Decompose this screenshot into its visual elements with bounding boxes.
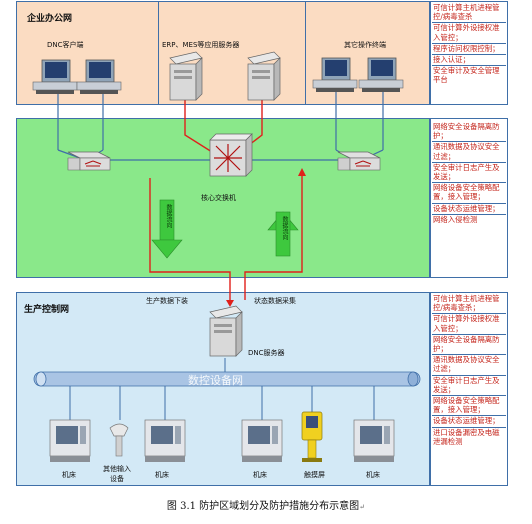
side-list-production: 可信计算主机进程管控/病毒查杀； 可信计算外设接权准入管控； 网络安全设备隔离防… [432,294,506,447]
data-flow-up-arrow [267,211,299,257]
switch-icon [67,151,111,171]
side-item: 可信计算主机进程管控/病毒查杀 [432,3,506,24]
side-list-core: 网络安全设备隔离防护； 通讯数据及协议安全过滤； 安全审计日志产生及发送； 网络… [432,122,506,225]
server-icon [169,51,203,101]
side-item: 安全审计日志产生及发送； [432,163,506,184]
side-item: 通讯数据及协议安全过滤； [432,355,506,376]
office-divider-right [305,1,306,105]
down-arrowhead [226,300,234,307]
other-terminal-label: 其它操作终端 [344,41,386,49]
touchscreen-icon [301,411,323,462]
machine-label-2: 机床 [155,471,169,479]
office-zone-title: 企业办公网 [27,14,73,24]
side-item: 程序访问权限控制； [432,44,506,56]
side-item: 可信计算外设接权准入管控； [432,23,506,44]
side-item: 安全审计及安全管理平台 [433,66,500,85]
machine-label-4: 机床 [366,471,380,479]
other-input-label-1: 其他输入 [103,465,131,473]
touchscreen-label: 触摸屏 [304,471,325,479]
prod-data-down-label: 生产数据下装 [146,297,188,305]
status-collect-label: 状态数据采集 [254,297,296,305]
side-item: 设备状态运维管理； [432,204,506,215]
side-item: 可信计算主机进程管控/病毒查杀； [432,294,506,315]
machine-icon [49,419,91,462]
production-zone-title: 生产控制网 [24,305,70,315]
side-panel-office [430,1,508,105]
other-input-label-2: 设备 [110,475,124,483]
side-item: 网络入侵检测 [433,214,478,224]
core-switch-label: 核心交换机 [201,194,236,202]
data-flow-down-label: 数据流向 [165,204,172,228]
server-icon [247,51,281,101]
side-item: 网络设备安全策略配置，接入管理； [432,183,506,204]
caption-text: 图 3.1 防护区域划分及防护措施分布示意图 [166,501,360,512]
up-arrowhead [298,168,306,176]
core-switch-icon [209,133,253,177]
dnc-server-label: DNC服务器 [248,349,285,357]
side-item: 接入认证； [432,55,506,67]
side-item: 通讯数据及协议安全过滤； [432,142,506,163]
side-item: 安全审计日志产生及发送； [432,376,506,397]
side-item: 网络安全设备隔离防护； [432,335,506,356]
pc-icon [32,59,78,94]
machine-icon [353,419,395,462]
pc-icon [358,57,404,92]
erp-server-label: ERP、MES等应用服务器 [162,41,240,49]
side-item: 网络安全设备隔离防护； [432,122,506,143]
machine-label-1: 机床 [62,471,76,479]
cnc-bus-label: 数控设备网 [188,374,243,387]
machine-icon [241,419,283,462]
cnc-bus-pipe [33,371,421,387]
machine-label-3: 机床 [253,471,267,479]
office-divider-left [158,1,159,105]
side-item: 设备状态运维管理； [432,416,506,428]
side-item: 可信计算外设接权准入管控； [432,314,506,335]
pc-icon [312,57,358,92]
side-panel-production [430,292,508,486]
paragraph-mark: ↵ [359,503,366,511]
scanner-icon [109,423,129,457]
figure-caption: 图 3.1 防护区域划分及防护措施分布示意图↵ [0,497,532,512]
dnc-server-icon [209,305,243,357]
switch-icon [337,151,381,171]
machine-icon [144,419,186,462]
side-panel-core [430,118,508,278]
pc-icon [76,59,122,94]
data-flow-down-arrow [151,199,183,259]
data-flow-up-label: 数据流向 [281,216,288,240]
side-item: 网络设备安全策略配置，接入管理； [432,396,506,417]
side-list-office: 可信计算主机进程管控/病毒查杀 可信计算外设接权准入管控； 程序访问权限控制； … [432,3,506,86]
side-item: 进口设备漏密及电磁泄漏检测 [433,427,500,446]
dnc-client-label: DNC客户端 [47,41,84,49]
